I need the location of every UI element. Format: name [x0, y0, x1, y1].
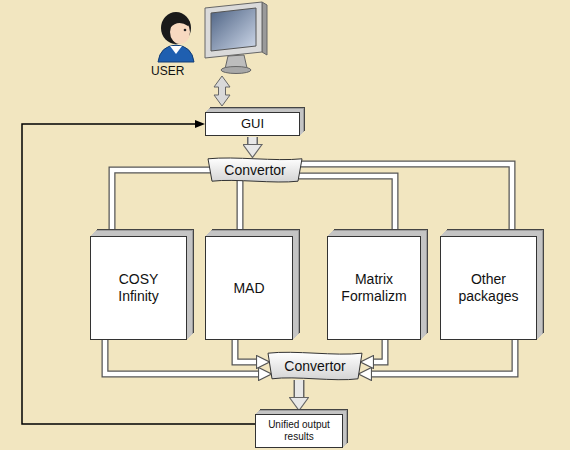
user-icon: [158, 12, 194, 62]
convertor-shape: Convertor: [205, 156, 305, 184]
connector-core: [374, 340, 385, 362]
node-text: Convertor: [284, 358, 345, 375]
connector-line: [374, 340, 385, 362]
connector-line: [299, 164, 512, 236]
connector-core: [235, 340, 256, 362]
output-box: Unified output results: [255, 414, 343, 448]
package-box: MAD: [205, 236, 293, 340]
arrow-head: [105, 340, 258, 374]
monitor-icon: [205, 2, 267, 74]
connector: [299, 176, 395, 236]
arrow-head: [240, 181, 241, 236]
package-box: Matrix Formalizm: [327, 236, 421, 340]
connector-line: [294, 380, 305, 397]
connector-line: [237, 181, 244, 236]
user-label: USER: [151, 64, 184, 78]
node-text: Convertor: [224, 162, 285, 179]
connector-core: [249, 137, 257, 144]
connector: [374, 340, 385, 362]
arrow-head: [374, 340, 385, 362]
connector-line: [235, 340, 256, 362]
connector-core: [299, 164, 512, 236]
node-text: Unified output results: [259, 419, 339, 443]
connector-core: [238, 181, 243, 236]
process-box: GUI: [205, 112, 300, 136]
connector: [372, 340, 515, 374]
connector: [235, 340, 256, 362]
node-text: Other packages: [449, 271, 528, 305]
package-box: COSY Infinity: [90, 236, 187, 340]
connector-core: [112, 170, 211, 236]
connector-line: [112, 170, 211, 236]
connector: [252, 137, 253, 144]
arrow-head: [299, 380, 300, 397]
node-text: COSY Infinity: [99, 271, 178, 305]
connector: [105, 340, 258, 374]
connector: [240, 181, 241, 236]
connector-core: [295, 380, 303, 397]
convertor-shape: Convertor: [265, 350, 365, 382]
connector-line: [247, 137, 258, 144]
arrow-head: [252, 137, 253, 144]
connector-line: [105, 340, 258, 374]
connector: [112, 170, 211, 236]
arrow-head: [299, 164, 512, 236]
arrow-head: [112, 170, 211, 236]
connector-core: [299, 176, 395, 236]
user-gui-arrow: [214, 76, 230, 106]
node-text: MAD: [233, 280, 264, 297]
package-box: Other packages: [440, 236, 537, 340]
connector-core: [372, 340, 515, 374]
connector: [299, 164, 512, 236]
node-text: GUI: [241, 116, 264, 132]
arrow-head: [235, 340, 256, 362]
arrow-head: [372, 340, 515, 374]
connector-core: [105, 340, 258, 374]
connector-line: [299, 176, 395, 236]
arrow-head: [299, 176, 395, 236]
node-text: Matrix Formalizm: [336, 271, 412, 305]
connector: [299, 380, 300, 397]
connector-line: [372, 340, 515, 374]
